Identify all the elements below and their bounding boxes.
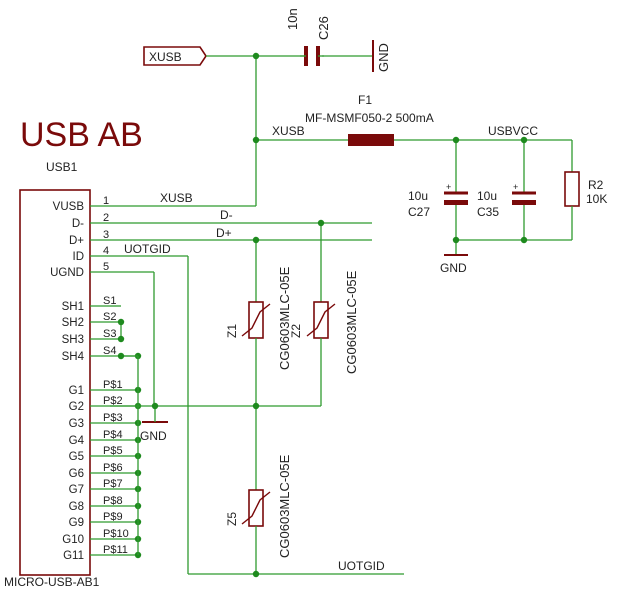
pin-number-16: P$7 [103,478,123,490]
fuse-f1 [348,134,394,146]
pin-number-11: P$2 [103,395,123,407]
pin-name-g7: G7 [69,484,84,496]
pin-name-g1: G1 [69,385,84,397]
pin-number-10: P$1 [103,379,123,391]
pin-name-g4: G4 [69,435,85,447]
pin-name-g8: G8 [69,501,84,513]
z5-value: CG0603MLC-05E [277,454,292,558]
part-name-usb1: USB1 [46,160,78,174]
gnd-cap-label: GND [440,261,467,275]
r2-value: 10K [586,192,607,206]
net-label-uotgid-top: UOTGID [124,242,171,256]
xusb-port-label: XUSB [149,50,182,64]
pin-name-d-: D- [72,218,84,230]
junction-dots [117,52,528,578]
resistor-r2 [564,171,580,207]
pin-number-6: S1 [103,295,116,307]
pin-name-g6: G6 [69,468,84,480]
net-label-xusb-wire: XUSB [160,191,193,205]
xusb-port-flag: XUSB [143,46,207,66]
gnd-top-label: GND [376,43,391,72]
c26-name: C26 [316,16,331,40]
net-label-dplus: D+ [216,226,232,240]
f1-value: MF-MSMF050-2 500mA [305,111,434,125]
z1-name: Z1 [225,324,239,338]
z5-name: Z5 [225,512,239,526]
pin-number-15: P$6 [103,462,123,474]
pin-number-5: 5 [103,261,109,273]
c35-value: 10u [477,189,497,203]
svg-text:+: + [513,182,518,192]
connector-body [19,189,91,576]
pin-number-9: S4 [103,345,116,357]
c27-name: C27 [408,205,430,219]
pin-number-18: P$9 [103,511,123,523]
gnd-mid-label: GND [140,429,167,443]
part-value-usb1: MICRO-USB-AB1 [4,575,100,589]
svg-text:+: + [446,182,451,192]
pin-name-g2: G2 [69,401,84,413]
pin-name-sh3: SH3 [62,334,84,346]
pin-number-17: P$8 [103,495,123,507]
pin-name-d+: D+ [69,235,84,247]
pin-name-sh1: SH1 [62,301,84,313]
pin-number-1: 1 [103,195,109,207]
net-label-usbvcc: USBVCC [488,124,538,138]
capacitor-c26 [300,46,324,66]
c35-name: C35 [477,205,499,219]
capacitor-c35: + [512,182,536,205]
schematic-title: USB AB [20,116,143,154]
pin-number-2: 2 [103,212,109,224]
pin-number-12: P$3 [103,412,123,424]
pin-number-13: P$4 [103,429,123,441]
pin-name-g10: G10 [62,534,84,546]
z2-value: CG0603MLC-05E [344,270,359,374]
pin-name-g3: G3 [69,418,84,430]
net-label-xusb-rail: XUSB [272,124,305,138]
r2-name: R2 [588,178,604,192]
f1-name: F1 [358,93,372,107]
pin-name-id: ID [73,251,85,263]
pin-name-g5: G5 [69,451,84,463]
pin-number-8: S3 [103,328,116,340]
c26-value: 10n [285,8,300,30]
pin-number-20: P$11 [103,544,128,556]
pin-name-g11: G11 [63,550,84,562]
pin-number-3: 3 [103,229,109,241]
pin-number-7: S2 [103,311,116,323]
z1-value: CG0603MLC-05E [277,266,292,370]
pin-number-19: P$10 [103,528,129,540]
pin-name-sh4: SH4 [62,351,85,363]
net-label-dminus: D- [220,208,233,222]
c27-value: 10u [408,189,428,203]
capacitor-c27: + [444,182,468,205]
pin-name-ugnd: UGND [50,267,84,279]
z2-name: Z2 [289,324,303,338]
pin-name-vusb: VUSB [53,201,85,213]
pin-number-4: 4 [103,245,109,257]
pin-name-sh2: SH2 [62,317,84,329]
pin-number-14: P$5 [103,445,123,457]
net-label-uotgid-bottom: UOTGID [338,559,385,573]
pin-name-g9: G9 [69,517,84,529]
